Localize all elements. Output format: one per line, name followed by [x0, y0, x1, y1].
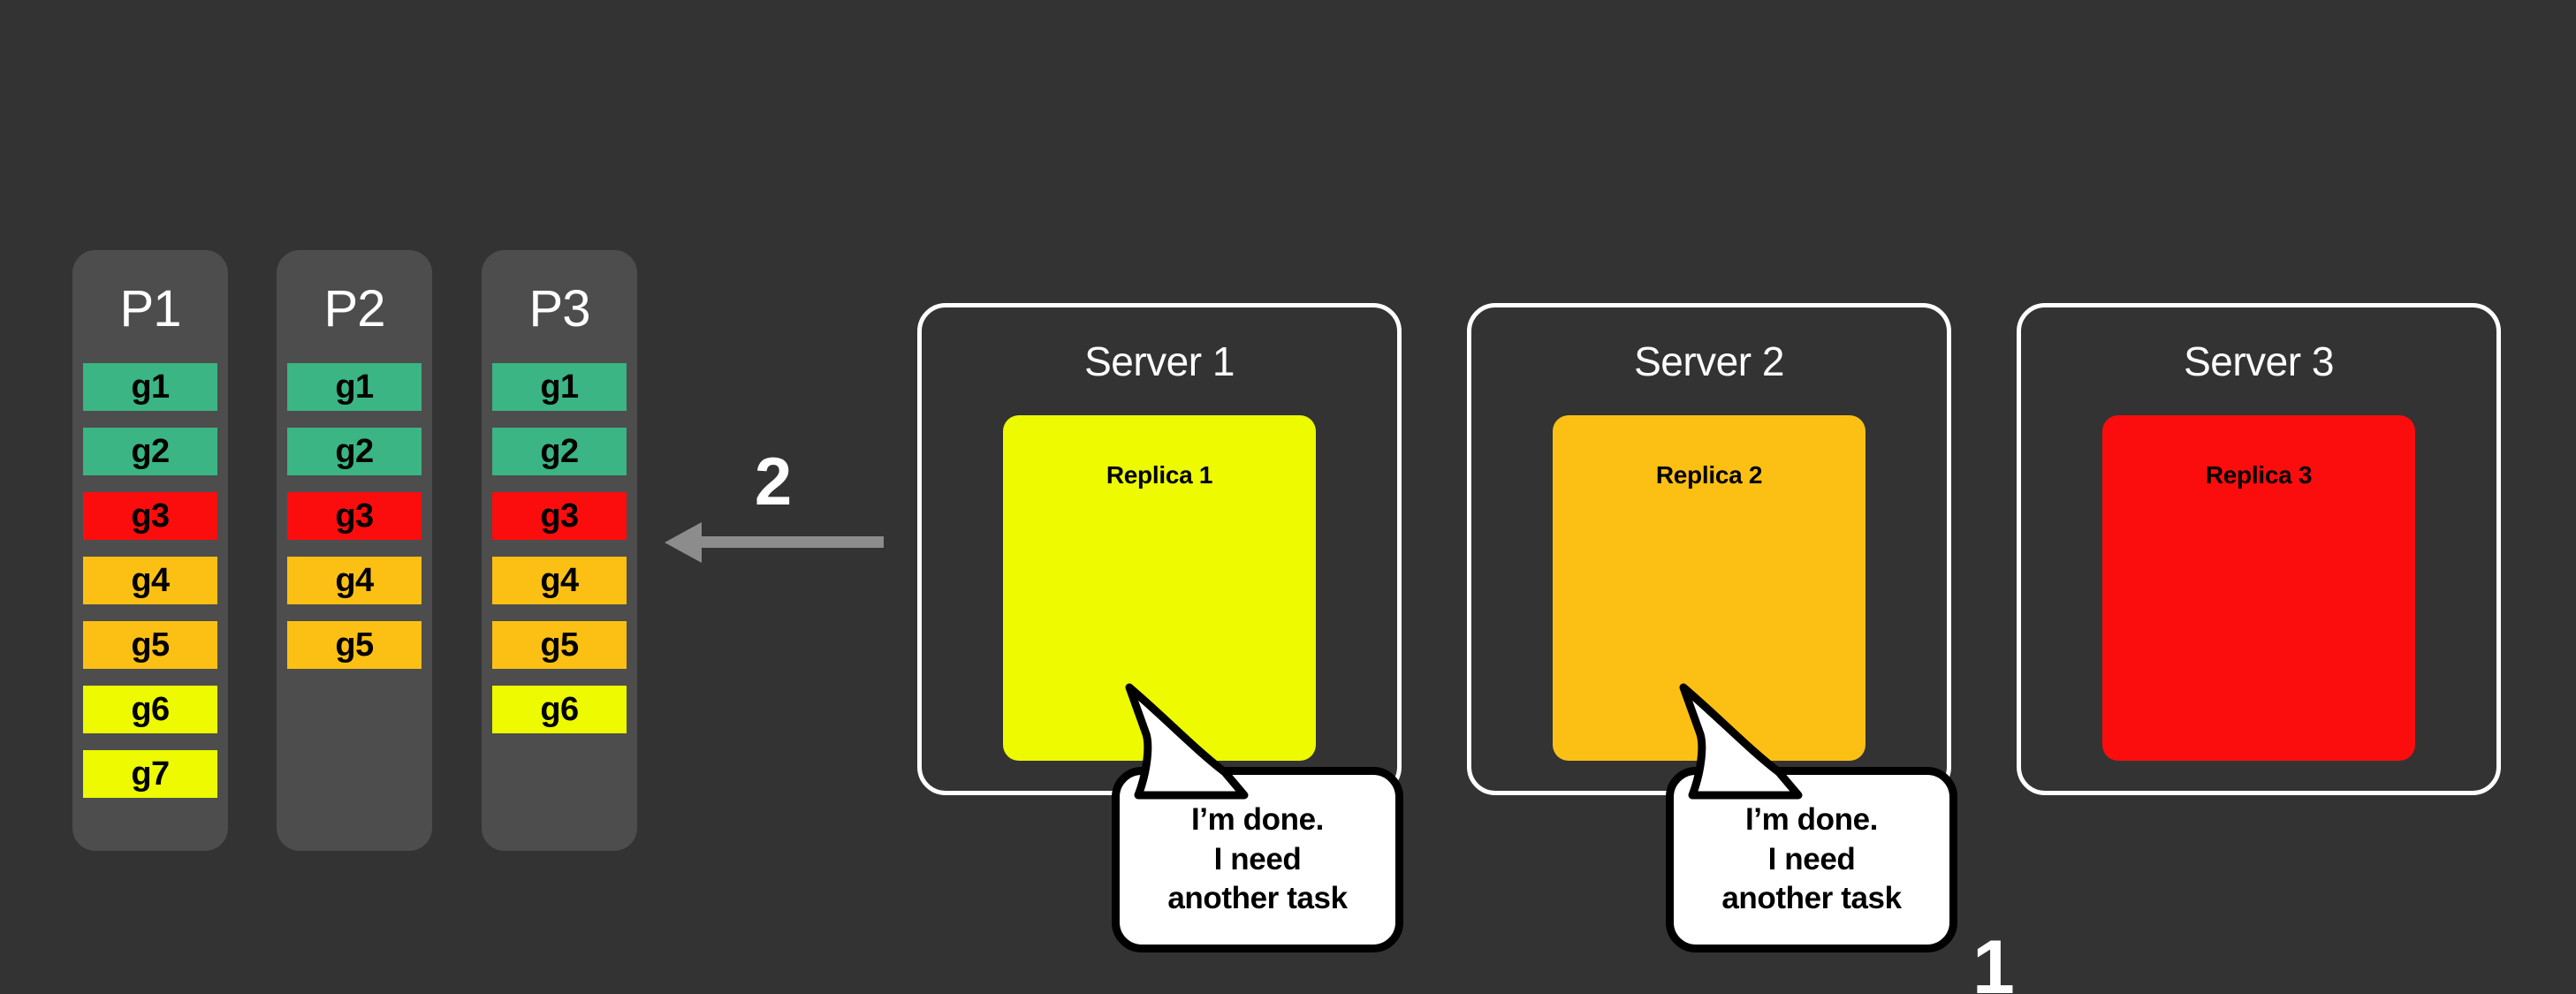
partition-p1-title: P1: [119, 280, 182, 338]
bubble-line-3: another task: [1167, 881, 1348, 916]
partition-p3: P3 g1 g2 g3 g4 g5 g6: [482, 250, 637, 851]
server-1-title: Server 1: [1084, 338, 1235, 384]
partition-p2: P2 g1 g2 g3 g4 g5: [277, 250, 432, 851]
speech-bubble-server-2: I’m done. I need another task: [1666, 767, 1957, 952]
bubble-line-2: I need: [1213, 841, 1302, 876]
replica-3-box: Replica 3: [2102, 415, 2415, 761]
partition-p2-slot-g1: g1: [287, 363, 422, 411]
partition-p2-slot-g3: g3: [287, 492, 422, 540]
partition-p2-slot-g5: g5: [287, 621, 422, 669]
step-1-label: 1: [1972, 925, 2015, 994]
bubble-line-3: another task: [1721, 881, 1902, 916]
speech-bubble-server-1: I’m done. I need another task: [1112, 767, 1403, 952]
partition-p3-slot-g2: g2: [492, 428, 627, 475]
partition-p1-slot-g7: g7: [83, 750, 217, 798]
partition-p1-slot-g1: g1: [83, 363, 217, 411]
partition-p1-slot-g6: g6: [83, 686, 217, 733]
transfer-arrow: [665, 518, 885, 567]
replica-2-box: Replica 2: [1553, 415, 1866, 761]
step-2-label: 2: [754, 444, 793, 520]
bubble-line-1: I’m done.: [1744, 801, 1879, 837]
server-3-box: Server 3 Replica 3: [2017, 303, 2501, 795]
server-2-box: Server 2 Replica 2: [1467, 303, 1951, 795]
partition-p3-slot-g4: g4: [492, 557, 627, 604]
partition-p1-slots: g1 g2 g3 g4 g5 g6 g7: [83, 363, 217, 815]
partition-p2-slot-g4: g4: [287, 557, 422, 604]
partition-p1-slot-g2: g2: [83, 428, 217, 475]
partition-p3-slot-g5: g5: [492, 621, 627, 669]
partition-p2-slots: g1 g2 g3 g4 g5: [287, 363, 422, 686]
server-3-title: Server 3: [2184, 338, 2334, 384]
partition-p3-slot-g3: g3: [492, 492, 627, 540]
replica-1-box: Replica 1: [1003, 415, 1316, 761]
bubble-line-2: I need: [1767, 841, 1856, 876]
partition-p1-slot-g5: g5: [83, 621, 217, 669]
partition-p1: P1 g1 g2 g3 g4 g5 g6 g7: [72, 250, 228, 851]
partition-p2-slot-g2: g2: [287, 428, 422, 475]
partition-p1-slot-g4: g4: [83, 557, 217, 604]
partition-p1-slot-g3: g3: [83, 492, 217, 540]
server-2-title: Server 2: [1634, 338, 1784, 384]
bubble-line-1: I’m done.: [1190, 801, 1325, 837]
server-1-box: Server 1 Replica 1: [917, 303, 1402, 795]
partition-p3-slots: g1 g2 g3 g4 g5 g6: [492, 363, 627, 750]
partition-p3-slot-g1: g1: [492, 363, 627, 411]
arrow-left-icon: [665, 522, 884, 563]
partition-p3-title: P3: [528, 280, 591, 338]
partition-p3-slot-g6: g6: [492, 686, 627, 733]
partition-p2-title: P2: [323, 280, 386, 338]
